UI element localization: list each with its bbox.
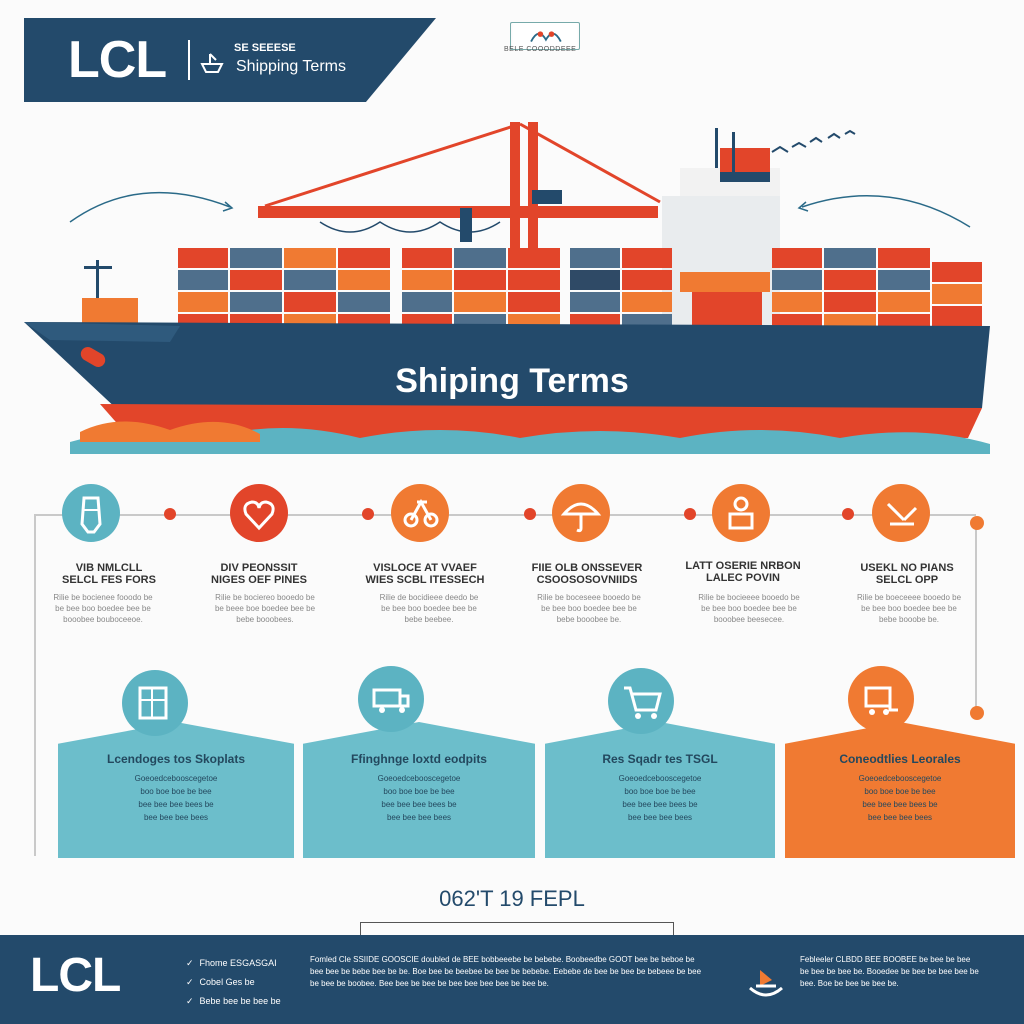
arrow-check-icon — [886, 502, 918, 526]
cart-icon — [403, 498, 439, 528]
heart-icon — [243, 500, 275, 531]
footer-checklist-item: ✓Cobel Ges be — [186, 977, 255, 987]
header-banner — [24, 18, 436, 102]
step-1-circle — [62, 484, 120, 542]
step-6-title: USEKL NO PIANS SELCL OPP — [860, 562, 954, 586]
timeline-dot — [524, 508, 536, 520]
footer-bar — [0, 935, 1024, 1024]
card-3-title: Res Sqadr tes TSGL — [602, 752, 718, 766]
ship-icon — [200, 53, 224, 73]
mid-caption: 062'T 19 FEPL — [439, 886, 585, 911]
footer-logo: LCL — [30, 949, 121, 1002]
timeline-dot — [970, 516, 984, 530]
step-3-title: VISLOCE AT VVAEF WIES SCBL ITESSECH — [365, 562, 485, 586]
forklift-icon — [864, 686, 898, 715]
step-6-circle — [872, 484, 930, 542]
check-icon: ✓ — [186, 958, 194, 968]
step-4-text: Rilie be boceseee booedo be be bee boo b… — [537, 593, 641, 624]
header-subtitle: Shipping Terms — [236, 58, 346, 75]
footer-checklist-item: ✓Bebe bee be bee be — [186, 996, 281, 1006]
step-2-circle — [230, 484, 288, 542]
footer-checklist: ✓Fhome ESGASGAI ✓Cobel Ges be ✓Bebe bee … — [186, 954, 287, 1011]
card-2 — [303, 722, 535, 858]
footer-checklist-item: ✓Fhome ESGASGAI — [186, 958, 277, 968]
step-4-circle — [552, 484, 610, 542]
cargo-ship-illustration — [24, 122, 990, 454]
card-2-text: Goeoedcebooscegetoe boo boe boe be bee b… — [377, 774, 461, 822]
bag-icon — [80, 496, 102, 534]
step-2-text: Rilie be bociereo booedo be be beee boe … — [214, 593, 316, 624]
step-3-text: Rilie de bocidieee deedo be be bee boo b… — [379, 593, 479, 624]
card-1-title: Lcendoges tos Skoplats — [106, 752, 246, 766]
step-5-circle — [712, 484, 770, 542]
timeline-line-left — [34, 514, 36, 856]
truck-icon — [372, 688, 410, 713]
header-divider — [188, 40, 190, 80]
card-2-title: Ffinghnge loxtd eodpits — [351, 752, 487, 766]
trolley-icon — [624, 686, 662, 719]
timeline-dot — [164, 508, 176, 520]
header-small-text: SE SEEESE — [234, 42, 296, 54]
step-6-text: Rilie be boeceeee booedo be be bee boo b… — [856, 593, 962, 624]
footer-paragraph: Fomled Cle SSIIDE GOOSCIE doubled de BEE… — [310, 955, 702, 988]
footer-paragraph-2: Febleeler CLBDD BEE BOOBEE be bee be bee… — [800, 955, 979, 988]
ship-title: Shiping Terms — [395, 362, 629, 400]
timeline-line — [36, 514, 976, 516]
card-1-text: Goeoedcebooscegetoe boo boe boe be bee b… — [134, 774, 218, 822]
step-5-title: LATT OSERIE NRBON LALEC POVIN — [685, 560, 801, 584]
step-5-text: Rilie be bocieeee booedo be be bee boo b… — [698, 593, 800, 624]
card-1-circle — [122, 670, 188, 736]
hand-ship-icon — [749, 970, 783, 997]
timeline-dot — [362, 508, 374, 520]
timeline-dot — [842, 508, 854, 520]
document-icon — [138, 686, 168, 720]
step-3-circle — [391, 484, 449, 542]
mid-caption-box — [360, 922, 674, 936]
card-4-title: Coneodtlies Leorales — [839, 752, 961, 766]
card-3 — [545, 722, 775, 858]
check-icon: ✓ — [186, 996, 194, 1006]
card-2-circle — [358, 666, 424, 732]
header-logo: LCL — [68, 31, 167, 89]
card-4-text: Goeoedcebooscegetoe boo boe boe be bee b… — [858, 774, 942, 822]
umbrella-icon — [560, 502, 602, 533]
step-4-title: FIIE OLB ONSSEVER CSOOSOSOVNIIDS — [531, 562, 643, 586]
step-2-title: DIV PEONSSIT NIGES OEF PINES — [211, 562, 307, 586]
card-3-circle — [608, 668, 674, 734]
card-4-circle — [848, 666, 914, 732]
timeline-line-right — [975, 520, 977, 712]
stamp-note: BELE COOODDEEE — [504, 46, 577, 53]
cargo-icon — [728, 496, 754, 530]
card-1 — [58, 722, 294, 858]
step-1-title: VIB NMLCLL SELCL FES FORS — [62, 562, 156, 586]
step-1-text: Rilie be bocienee fooodo be be bee boo b… — [53, 593, 153, 624]
check-icon: ✓ — [186, 977, 194, 987]
timeline-dot — [684, 508, 696, 520]
card-4 — [785, 722, 1015, 858]
timeline-dot — [970, 706, 984, 720]
card-3-text: Goeoedcebooscegetoe boo boe boe be bee b… — [618, 774, 702, 822]
stamp-logo-icon — [510, 22, 580, 50]
